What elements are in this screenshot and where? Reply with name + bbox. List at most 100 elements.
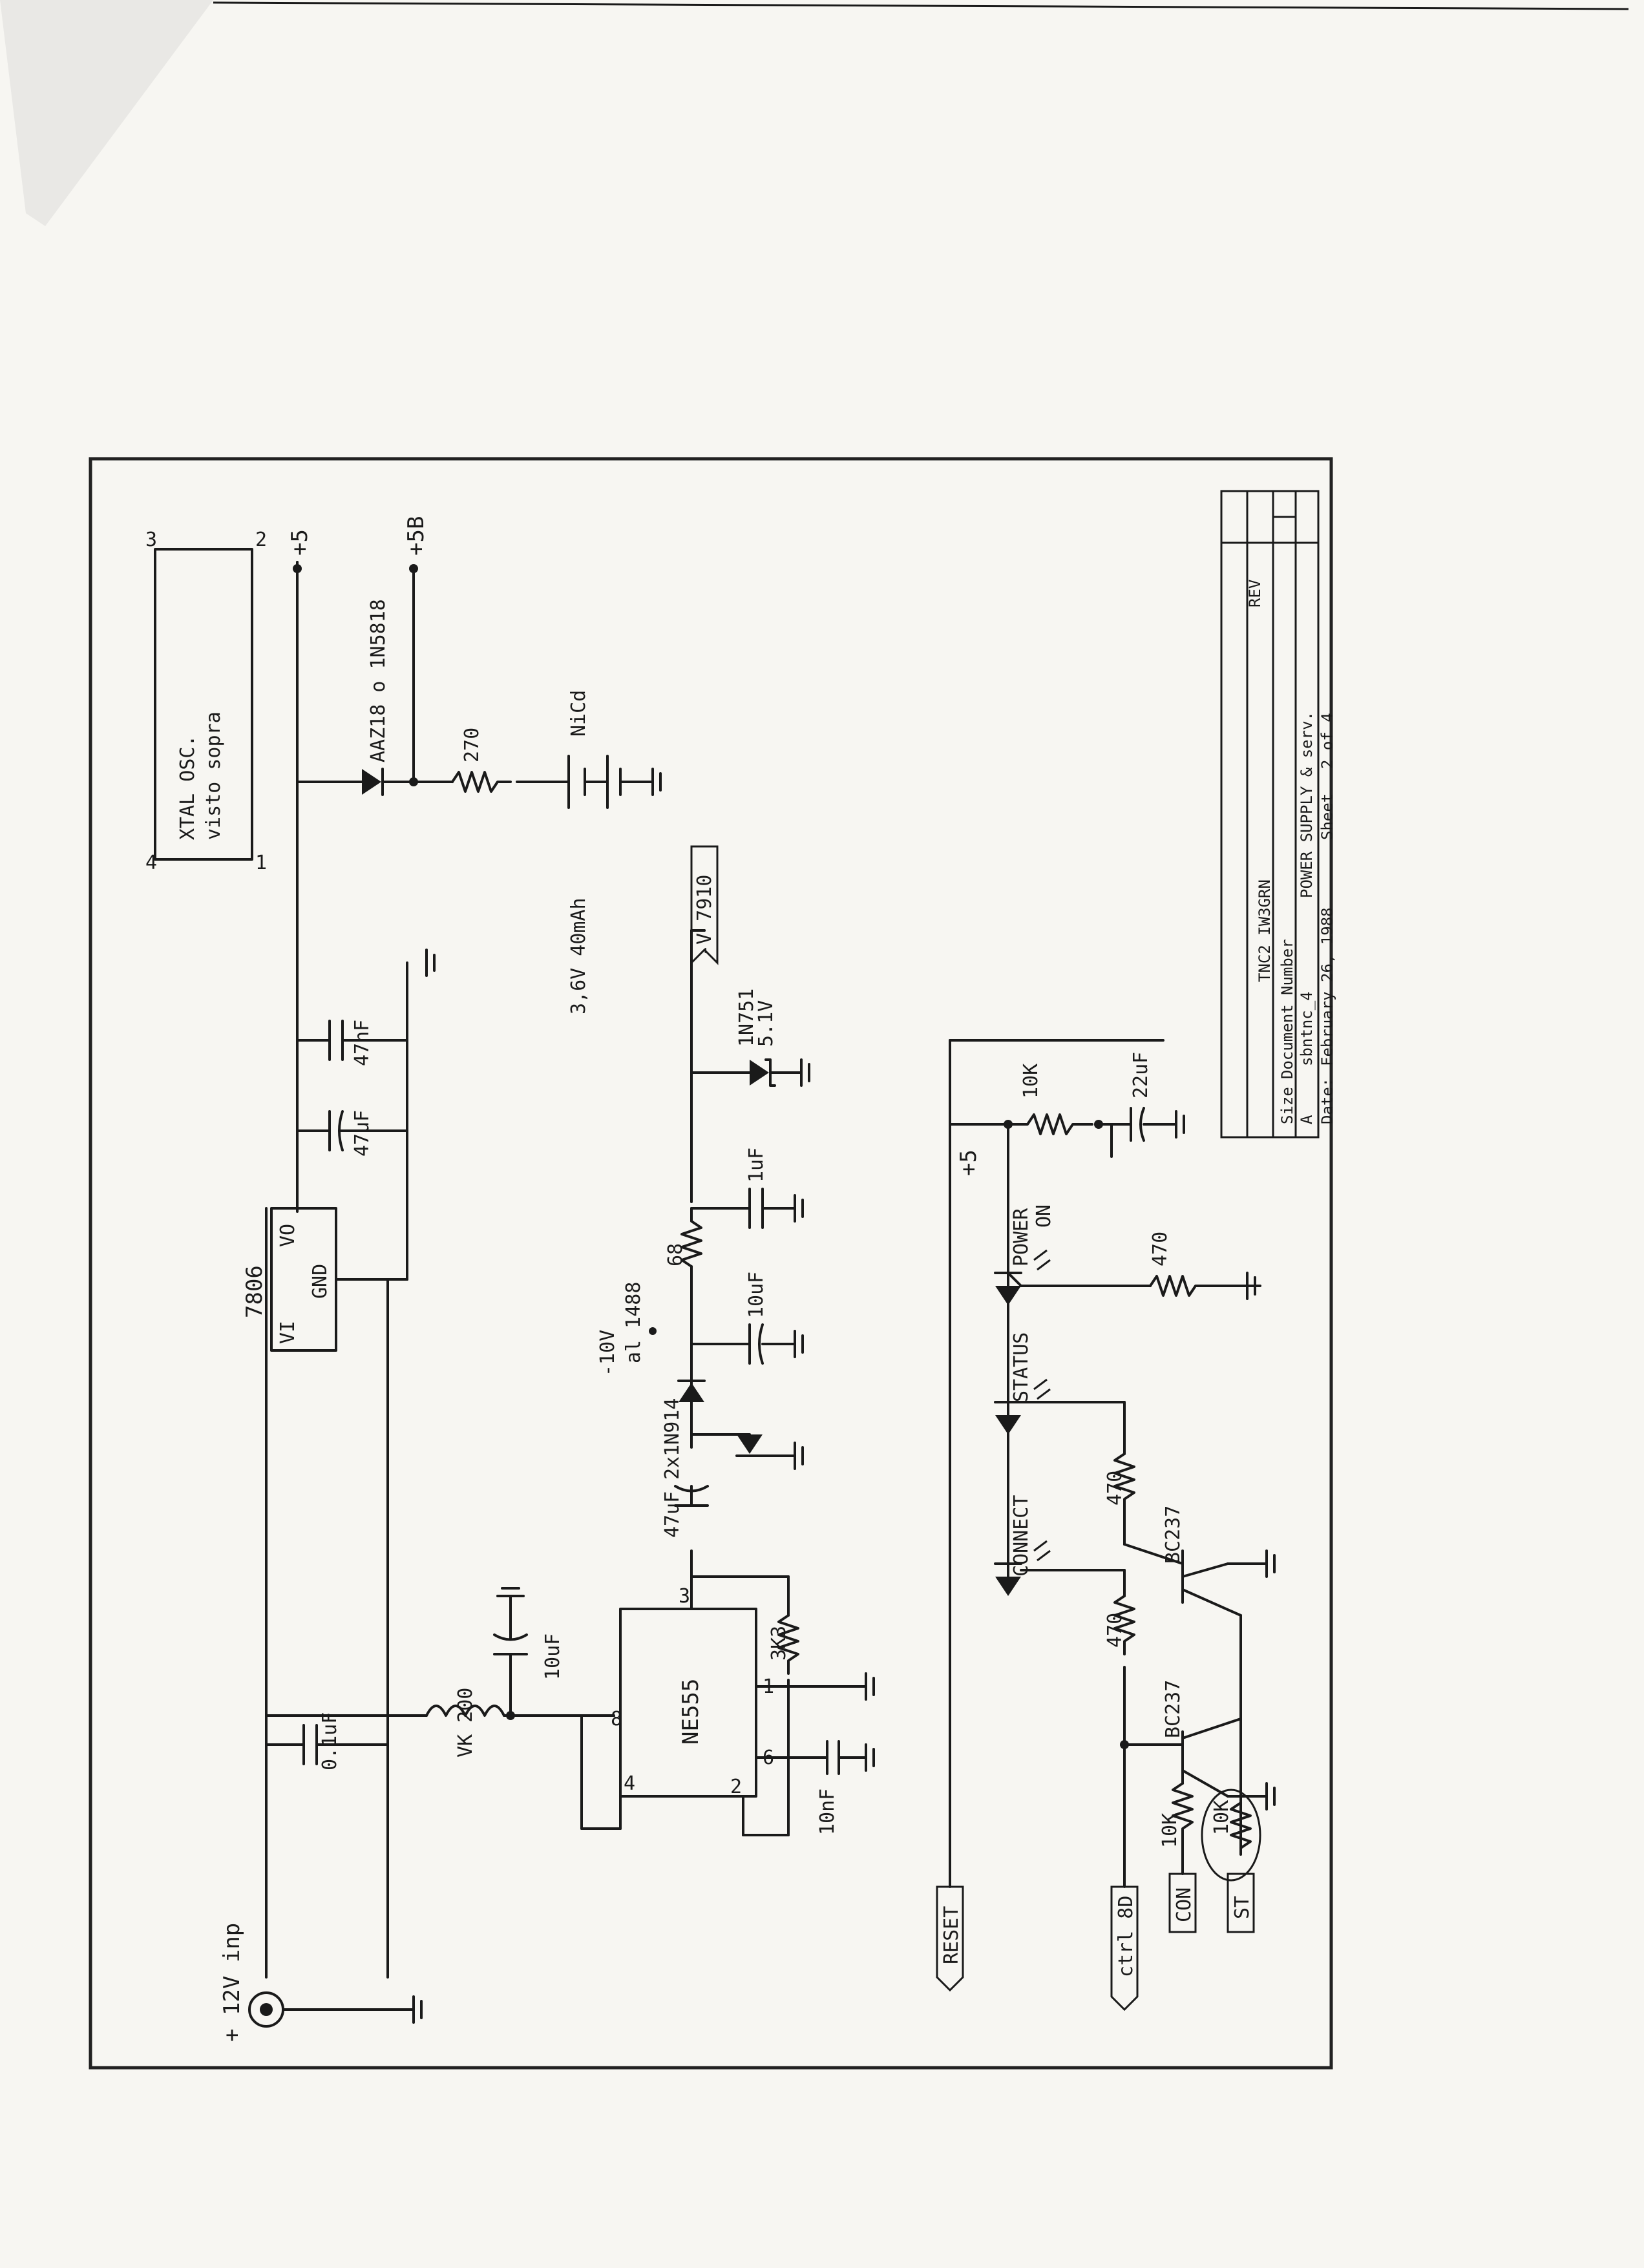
- led-power-label-1: POWER: [1010, 1208, 1033, 1266]
- cap-timer-10uf: 10uF: [493, 1587, 564, 1720]
- date-value: February 26, 1988: [1318, 907, 1336, 1066]
- indicator-rail-5v: +5: [956, 1120, 1013, 1176]
- port-st-label: ST: [1231, 1896, 1254, 1919]
- resistor-10k-b: 10K: [1201, 1789, 1261, 1882]
- neg-voltage-note: -10V al 1488: [596, 1282, 657, 1376]
- rail-5v: +5: [287, 529, 313, 573]
- zener-name: 1N751: [735, 989, 758, 1047]
- resistor-10k-value: 10K: [1020, 1064, 1042, 1098]
- transistor-bc237-lower: BC237: [1120, 1680, 1276, 1811]
- led-status: STATUS: [994, 1332, 1051, 1434]
- cap-1uf-value: 1uF: [745, 1148, 768, 1182]
- cap-22uf: 22uF: [1094, 1052, 1185, 1142]
- diodes-label: 2x1N914: [661, 1398, 684, 1480]
- resistor-270: 270: [451, 728, 512, 793]
- note-line-2: al 1488: [622, 1282, 645, 1363]
- cap-out1-value: 47uF: [351, 1110, 374, 1157]
- resistor-470-connect-value: 470: [1104, 1613, 1126, 1648]
- size-label: Size: [1278, 1087, 1296, 1124]
- diode-aaz18: AAZ18 o 1N5818: [362, 599, 418, 796]
- date-label: Date:: [1318, 1078, 1336, 1124]
- indicator-wires: [949, 1039, 1164, 1856]
- resistor-68-value: 68: [664, 1243, 687, 1266]
- xtal-pin-4: 4: [145, 852, 157, 874]
- transistor-bc237-upper: BC237: [1123, 1506, 1276, 1856]
- cap-22uf-value: 22uF: [1130, 1052, 1152, 1098]
- xtal-label-2: visto sopra: [202, 711, 225, 840]
- diode-label: AAZ18 o 1N5818: [367, 599, 390, 762]
- inductor-vk200: VK 200: [425, 1688, 505, 1758]
- title-text: TNC2 IW3GRN: [1256, 879, 1274, 982]
- title-block: TNC2 IW3GRN Size A Document Number sbntn…: [1220, 490, 1336, 1139]
- rail-5v-label: +5: [287, 529, 313, 556]
- xtal-osc: XTAL OSC. visto sopra 4 3 2 1: [145, 529, 267, 874]
- resistor-10k-led: 10K: [1007, 1064, 1093, 1135]
- resistor-470-status: 470: [1104, 1453, 1135, 1507]
- resistor-3k3-value: 3K3: [768, 1626, 790, 1661]
- battery-nicd: NiCd 3,6V 40mAh: [567, 690, 662, 1014]
- rail-5b: +5B: [403, 516, 429, 573]
- scan-shadow: [0, 0, 213, 226]
- output-port-label: -V 7910: [693, 875, 716, 956]
- reg-pin-gnd: GND: [309, 1264, 332, 1299]
- doc-number: sbntnc_4: [1298, 991, 1316, 1066]
- xtal-pin-3: 3: [145, 529, 157, 551]
- xtal-pin-1: 1: [255, 852, 267, 874]
- cap-out-47uf: 47uF: [296, 1110, 408, 1157]
- led-connect-label: CONNECT: [1010, 1495, 1033, 1577]
- rev-label: REV: [1246, 580, 1264, 607]
- port-ctrl: ctrl 8D: [1110, 1853, 1139, 2011]
- resistor-10k-b-value: 10K: [1210, 1800, 1233, 1835]
- zener-1n751: 1N751 5.1V: [735, 989, 810, 1087]
- cap-input: 0.1uF: [265, 1712, 389, 1770]
- ne555-pin-8: 8: [611, 1708, 622, 1730]
- cap-1uf: 1uF: [745, 1148, 804, 1229]
- regulator-7806: 7806 VI VO GND: [242, 1207, 408, 1352]
- cap-pump-47uf: 47uF: [661, 1485, 709, 1538]
- cap-10uf: 10uF: [745, 1272, 804, 1365]
- sheet-value: 2 of 4: [1318, 713, 1336, 769]
- port-con-label: CON: [1173, 1887, 1196, 1922]
- ne555-label: NE555: [678, 1679, 704, 1745]
- doc-title: POWER SUPPLY & serv.: [1298, 711, 1316, 898]
- zener-voltage: 5.1V: [755, 1000, 777, 1047]
- resistor-3k3: 3K3: [768, 1614, 799, 1675]
- battery-label: NiCd: [567, 690, 590, 737]
- reg-pin-vo: VO: [277, 1224, 299, 1247]
- drawing-frame: [89, 457, 1333, 2070]
- cap-timer-value: 10uF: [542, 1633, 564, 1680]
- output-port-neg-v: -V 7910: [690, 845, 719, 965]
- cap-10uf-value: 10uF: [745, 1272, 768, 1318]
- transistor-1-label: BC237: [1162, 1506, 1185, 1564]
- led-power-label-2: ON: [1033, 1204, 1055, 1228]
- cap-pump-value: 47uF: [661, 1491, 684, 1538]
- cap-out-47nf: 47nF: [296, 1020, 408, 1066]
- cap-out2-value: 47nF: [351, 1020, 374, 1066]
- led-status-label: STATUS: [1010, 1332, 1033, 1402]
- indicator-rail-label: +5: [956, 1150, 982, 1176]
- ne555-pin-3: 3: [679, 1585, 690, 1608]
- led-connect: CONNECT: [994, 1495, 1051, 1596]
- led-power-on: POWER ON: [994, 1204, 1055, 1305]
- diodes-1n914: 2x1N914: [661, 1380, 804, 1480]
- input-label: + 12V inp: [219, 1923, 245, 2042]
- xtal-pin-2: 2: [255, 529, 267, 551]
- xtal-label-1: XTAL OSC.: [176, 735, 199, 840]
- port-ctrl-label: ctrl 8D: [1115, 1896, 1137, 1977]
- port-con: CON: [1168, 1840, 1197, 1933]
- doc-number-label: Document Number: [1278, 939, 1296, 1079]
- resistor-10k-a: 10K: [1159, 1782, 1194, 1848]
- input-connector: + 12V inp: [219, 1923, 389, 2042]
- reg-pin-vi: VI: [277, 1321, 299, 1344]
- resistor-10k-a-value: 10K: [1159, 1813, 1181, 1848]
- regulator-name: 7806: [242, 1265, 268, 1318]
- port-st: ST: [1227, 1873, 1255, 1933]
- battery-rating: 3,6V 40mAh: [567, 898, 590, 1014]
- resistor-68: 68: [664, 1207, 702, 1268]
- resistor-470-power: 470: [1149, 1232, 1261, 1300]
- sheet-label: Sheet: [1318, 793, 1336, 840]
- resistor-470-status-value: 470: [1104, 1471, 1126, 1506]
- ic-ne555: NE555 8 4 3 1 6 2: [580, 1585, 841, 1836]
- port-reset-label: RESET: [940, 1906, 963, 1964]
